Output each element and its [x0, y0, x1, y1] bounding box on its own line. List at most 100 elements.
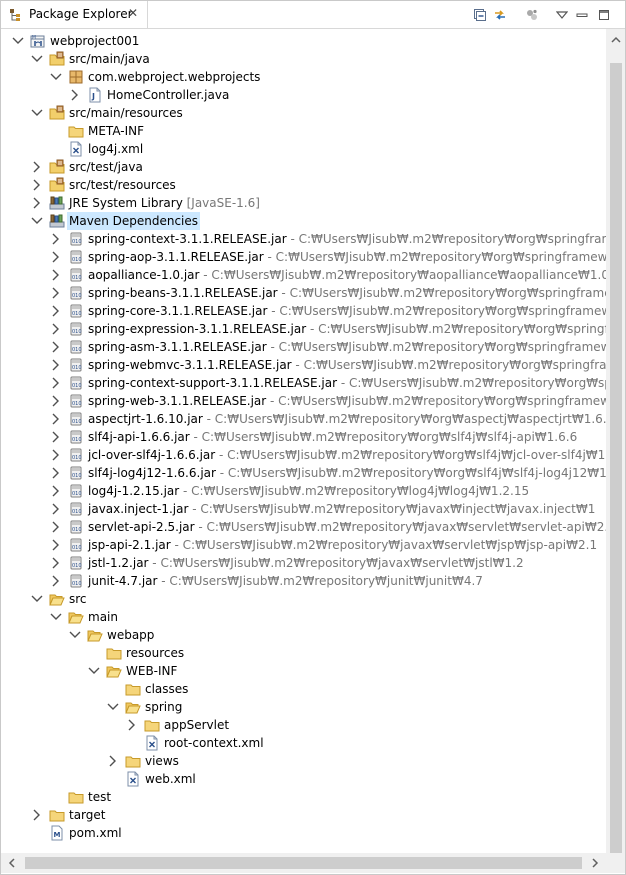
chevron-right-icon[interactable]	[49, 339, 63, 355]
tree-item-src-test-java[interactable]: src/test/java	[1, 158, 606, 176]
tree-item-web-inf[interactable]: WEB-INF	[1, 662, 606, 680]
chevron-right-icon[interactable]	[49, 555, 63, 571]
chevron-down-icon[interactable]	[87, 663, 101, 679]
tree-item-jre-system-library[interactable]: JRE System Library [JavaSE-1.6]	[1, 194, 606, 212]
chevron-right-icon[interactable]	[49, 267, 63, 283]
tree-item-spring[interactable]: spring	[1, 698, 606, 716]
tree-item-target[interactable]: target	[1, 806, 606, 824]
svg-text:010: 010	[72, 563, 82, 569]
chevron-right-icon[interactable]	[49, 501, 63, 517]
chevron-down-icon[interactable]	[68, 627, 82, 643]
tree-item-appservlet[interactable]: appServlet	[1, 716, 606, 734]
chevron-right-icon[interactable]	[30, 159, 44, 175]
tree-item-views[interactable]: views	[1, 752, 606, 770]
chevron-right-icon[interactable]	[30, 195, 44, 211]
chevron-right-icon[interactable]	[49, 357, 63, 373]
chevron-right-icon[interactable]	[125, 717, 139, 733]
chevron-right-icon[interactable]	[49, 375, 63, 391]
chevron-right-icon[interactable]	[49, 249, 63, 265]
tree-item-test[interactable]: test	[1, 788, 606, 806]
chevron-down-icon[interactable]	[11, 33, 25, 49]
close-icon[interactable]: ✕	[128, 6, 139, 20]
tree-item-maven-dependencies[interactable]: Maven Dependencies	[1, 212, 606, 230]
chevron-right-icon[interactable]	[30, 177, 44, 193]
chevron-right-icon[interactable]	[49, 483, 63, 499]
chevron-right-icon[interactable]	[106, 753, 120, 769]
link-with-editor-button[interactable]	[491, 6, 509, 24]
chevron-down-icon[interactable]	[30, 591, 44, 607]
tree-item-com-webproject-webprojects[interactable]: com.webproject.webprojects	[1, 68, 606, 86]
chevron-right-icon[interactable]	[68, 87, 82, 103]
scroll-up-button[interactable]	[609, 33, 623, 47]
tree-item-src-main-resources[interactable]: src/main/resources	[1, 104, 606, 122]
horizontal-scroll-thumb[interactable]	[25, 857, 582, 869]
tree-item-resources[interactable]: resources	[1, 644, 606, 662]
chevron-right-icon[interactable]	[30, 807, 44, 823]
tree-item-root-context-xml[interactable]: root-context.xml	[1, 734, 606, 752]
scroll-right-button[interactable]	[588, 856, 602, 870]
tree-item-webapp[interactable]: webapp	[1, 626, 606, 644]
tree-item-meta-inf[interactable]: META-INF	[1, 122, 606, 140]
collapse-all-button[interactable]	[471, 6, 489, 24]
focus-on-active-task-button[interactable]	[523, 6, 541, 24]
tree-item-log4j-xml[interactable]: log4j.xml	[1, 140, 606, 158]
tree-item-src[interactable]: src	[1, 590, 606, 608]
chevron-right-icon[interactable]	[49, 465, 63, 481]
chevron-right-icon[interactable]	[49, 429, 63, 445]
tree-item-label: Maven Dependencies	[67, 212, 201, 230]
chevron-right-icon[interactable]	[49, 285, 63, 301]
chevron-right-icon[interactable]	[49, 303, 63, 319]
maximize-button[interactable]	[595, 6, 613, 24]
view-menu-button[interactable]	[553, 6, 571, 24]
vertical-scroll-thumb[interactable]	[610, 63, 622, 861]
scroll-left-button[interactable]	[5, 856, 19, 870]
tree-item-classes[interactable]: classes	[1, 680, 606, 698]
chevron-down-icon[interactable]	[30, 213, 44, 229]
tree-item-src-test-resources[interactable]: src/test/resources	[1, 176, 606, 194]
chevron-right-icon[interactable]	[49, 447, 63, 463]
chevron-down-icon[interactable]	[106, 699, 120, 715]
chevron-right-icon[interactable]	[49, 393, 63, 409]
chevron-down-icon[interactable]	[49, 609, 63, 625]
horizontal-scrollbar[interactable]	[1, 853, 606, 873]
tree-item-src-main-java[interactable]: src/main/java	[1, 50, 606, 68]
minimize-button[interactable]	[573, 6, 591, 24]
chevron-right-icon[interactable]	[49, 231, 63, 247]
chevron-right-icon[interactable]	[49, 411, 63, 427]
chevron-right-icon[interactable]	[49, 573, 63, 589]
chevron-down-icon[interactable]	[30, 51, 44, 67]
chevron-down-icon[interactable]	[49, 69, 63, 85]
chevron-right-icon[interactable]	[49, 537, 63, 553]
chevron-down-icon[interactable]	[30, 105, 44, 121]
vertical-scrollbar[interactable]	[606, 29, 625, 861]
chevron-right-icon[interactable]	[49, 519, 63, 535]
chevron-right-icon[interactable]	[49, 321, 63, 337]
tree-item-main[interactable]: main	[1, 608, 606, 626]
package-explorer-tab[interactable]: Package Explorer ✕	[1, 1, 148, 28]
tree-item-web-xml[interactable]: web.xml	[1, 770, 606, 788]
